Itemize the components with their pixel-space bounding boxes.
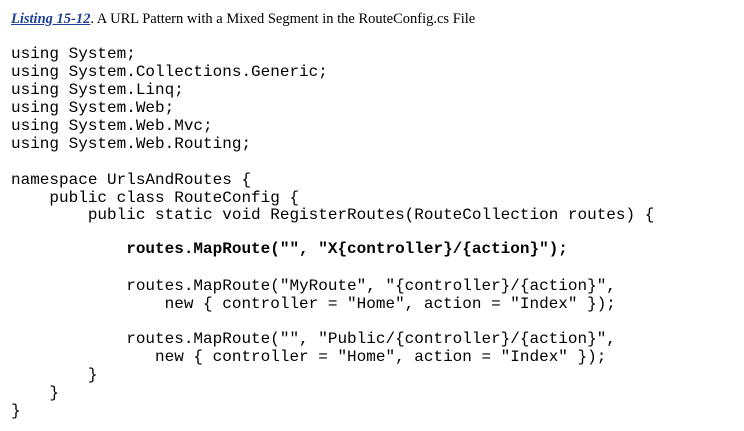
listing-caption: Listing 15-12. A URL Pattern with a Mixe…: [11, 10, 475, 28]
code-line: new { controller = "Home", action = "Ind…: [11, 348, 607, 366]
code-line: }: [11, 402, 21, 420]
code-line: }: [11, 366, 98, 384]
code-line: namespace UrlsAndRoutes {: [11, 171, 252, 189]
code-line: public class RouteConfig {: [11, 189, 300, 207]
code-line: new { controller = "Home", action = "Ind…: [11, 295, 616, 313]
listing-title: . A URL Pattern with a Mixed Segment in …: [90, 11, 476, 27]
code-line: using System.Web.Mvc;: [11, 117, 213, 135]
code-line: using System.Collections.Generic;: [11, 63, 328, 81]
code-line: using System.Web;: [11, 99, 175, 117]
code-line: routes.MapRoute("", "Public/{controller}…: [11, 330, 616, 348]
code-line: public static void RegisterRoutes(RouteC…: [11, 206, 655, 224]
code-line: using System;: [11, 45, 136, 63]
code-line-highlighted: routes.MapRoute("", "X{controller}/{acti…: [11, 240, 568, 258]
code-line: }: [11, 384, 60, 402]
code-line: using System.Web.Routing;: [11, 135, 252, 153]
code-line: routes.MapRoute("MyRoute", "{controller}…: [11, 277, 616, 295]
listing-reference-link[interactable]: Listing 15-12: [11, 11, 91, 27]
code-line: using System.Linq;: [11, 81, 184, 99]
